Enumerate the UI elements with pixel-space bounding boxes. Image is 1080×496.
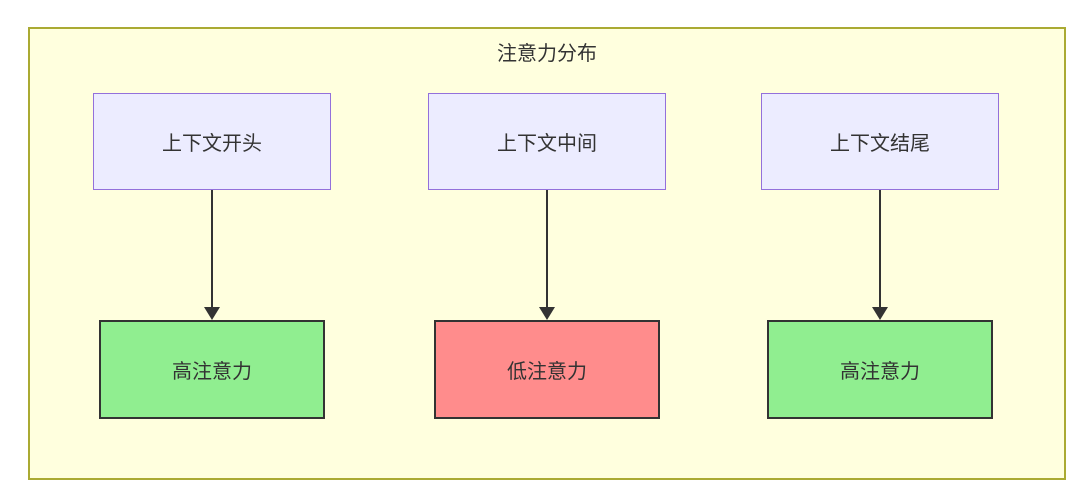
arrow-down-icon <box>539 190 555 320</box>
node-high-attention-left: 高注意力 <box>99 320 325 419</box>
attention-distribution-subgraph: 注意力分布 上下文开头 高注意力 上下文中间 低注意力 上下文结尾 高注意力 <box>28 27 1066 480</box>
arrow-down-icon <box>204 190 220 320</box>
node-low-attention: 低注意力 <box>434 320 660 419</box>
arrow-shaft <box>211 190 213 308</box>
arrow-down-icon <box>872 190 888 320</box>
node-high-attention-right: 高注意力 <box>767 320 993 419</box>
flow-column-context-start: 上下文开头 高注意力 <box>92 93 332 419</box>
flow-column-context-middle: 上下文中间 低注意力 <box>427 93 667 419</box>
arrow-head <box>539 307 555 320</box>
node-context-start: 上下文开头 <box>93 93 331 190</box>
arrow-shaft <box>546 190 548 308</box>
arrow-head <box>204 307 220 320</box>
diagram-title: 注意力分布 <box>497 43 597 65</box>
arrow-shaft <box>879 190 881 308</box>
node-context-middle: 上下文中间 <box>428 93 666 190</box>
flow-column-context-end: 上下文结尾 高注意力 <box>760 93 1000 419</box>
node-context-end: 上下文结尾 <box>761 93 999 190</box>
arrow-head <box>872 307 888 320</box>
